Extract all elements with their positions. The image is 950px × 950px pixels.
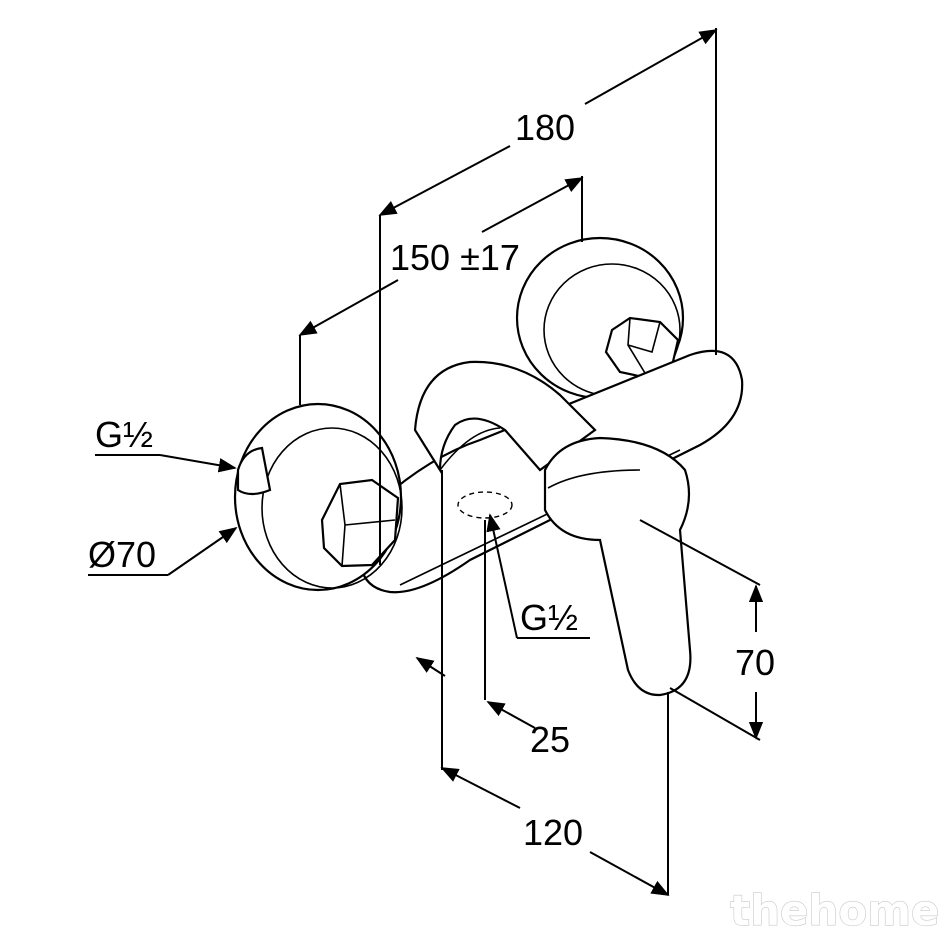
faucet-body-group xyxy=(233,236,744,697)
outlet-opening xyxy=(457,491,513,519)
watermark-text: thehome xyxy=(730,886,939,935)
loop-handle xyxy=(413,360,597,474)
dim-180-label: 180 xyxy=(515,107,575,148)
dim-120-label: 120 xyxy=(523,812,583,853)
dim-150-label: 150 ±17 xyxy=(390,237,520,278)
inlet-thread-label: G½ xyxy=(95,414,153,455)
left-inlet-stub xyxy=(236,446,272,496)
dimension-lines xyxy=(88,28,764,896)
mixer-lever xyxy=(543,436,692,697)
dim-25-label: 25 xyxy=(530,719,570,760)
outlet-thread-label: G½ xyxy=(520,597,578,638)
dim-70-label: 70 xyxy=(735,642,775,683)
rosette-diameter-label: Ø70 xyxy=(88,534,156,575)
